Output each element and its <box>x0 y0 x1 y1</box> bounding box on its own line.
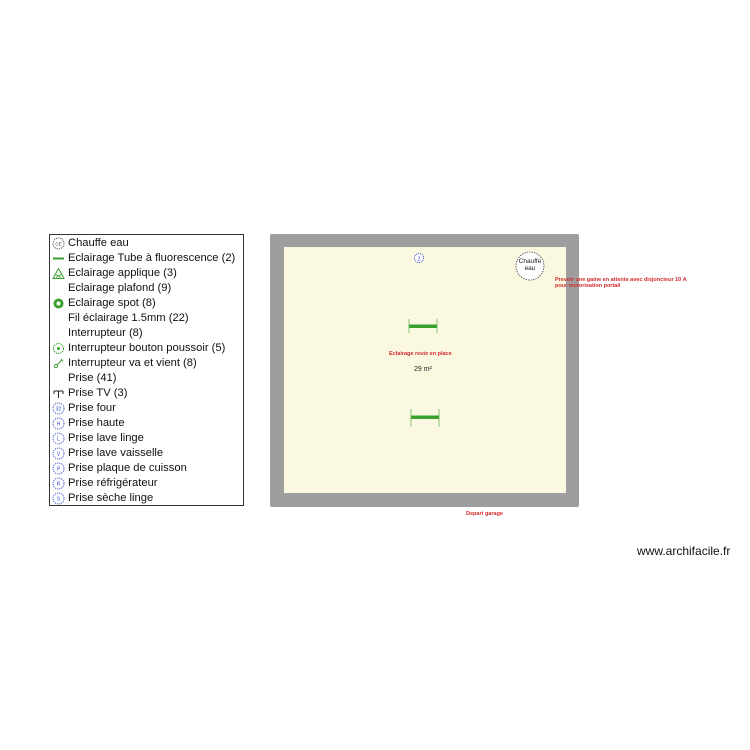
legend-label: Eclairage spot (8) <box>68 297 156 309</box>
gaine-note-line2: pour motorisation portail <box>555 283 621 289</box>
svg-text:32: 32 <box>56 407 62 413</box>
svg-text:P: P <box>57 467 61 473</box>
legend-label: Eclairage plafond (9) <box>68 282 172 294</box>
legend-label: Prise plaque de cuisson <box>68 462 187 474</box>
legend-label: Prise four <box>68 402 116 414</box>
room-area-label: 29 m² <box>414 366 432 373</box>
svg-text:H: H <box>57 422 61 428</box>
legend-label: Eclairage applique (3) <box>68 267 177 279</box>
legend-item: L Prise lave linge <box>50 431 243 446</box>
hob-socket-icon: P <box>52 462 65 475</box>
dishwasher-socket-icon: V <box>52 447 65 460</box>
legend-item: H Prise haute <box>50 416 243 431</box>
water-heater-icon: CE <box>52 237 65 250</box>
legend-item: Eclairage Tube à fluorescence (2) <box>50 251 243 266</box>
fluorescent-tube-icon <box>52 252 65 265</box>
legend-label: Prise TV (3) <box>68 387 128 399</box>
wall-light-icon <box>52 267 65 280</box>
legend-label: Fil éclairage 1.5mm (22) <box>68 312 189 324</box>
legend-label: Prise lave linge <box>68 432 144 444</box>
fluorescent-tube-1[interactable] <box>408 319 438 333</box>
depart-garage-note: Depart garage <box>466 511 503 517</box>
legend-label: Eclairage Tube à fluorescence (2) <box>68 252 236 264</box>
svg-text:S: S <box>57 497 61 503</box>
legend-item: Eclairage spot (8) <box>50 296 243 311</box>
two-way-switch-icon <box>52 357 65 370</box>
svg-text:L: L <box>57 437 60 443</box>
tv-socket-icon <box>52 387 65 400</box>
legend-item: Interrupteur va et vient (8) <box>50 356 243 371</box>
push-button-switch-icon <box>52 342 65 355</box>
legend-label: Prise (41) <box>68 372 117 384</box>
fridge-socket-icon: R <box>52 477 65 490</box>
gaine-note-line1: Prevoir une gaine en attente avec disjon… <box>555 277 687 283</box>
legend-item: CE Chauffe eau <box>50 236 243 251</box>
legend-label: Interrupteur va et vient (8) <box>68 357 197 369</box>
legend-item: V Prise lave vaisselle <box>50 446 243 461</box>
legend-label: Chauffe eau <box>68 237 129 249</box>
fluorescent-tube-2[interactable] <box>410 409 440 427</box>
legend-box: CE Chauffe eau Eclairage Tube à fluoresc… <box>49 234 244 506</box>
svg-text:V: V <box>57 452 61 458</box>
legend-item: R Prise réfrigérateur <box>50 476 243 491</box>
legend-item: Interrupteur (8) <box>50 326 243 341</box>
svg-text:CE: CE <box>55 242 61 247</box>
legend-label: Interrupteur bouton poussoir (5) <box>68 342 226 354</box>
svg-text:R: R <box>57 482 61 488</box>
legend-label: Prise lave vaisselle <box>68 447 164 459</box>
legend-item: S Prise sèche linge <box>50 491 243 506</box>
garage-floor[interactable] <box>284 247 566 493</box>
washing-machine-socket-icon: L <box>52 432 65 445</box>
legend-item: Interrupteur bouton poussoir (5) <box>50 341 243 356</box>
legend-item: P Prise plaque de cuisson <box>50 461 243 476</box>
legend-item: Prise (41) <box>50 371 243 386</box>
legend-item: Eclairage applique (3) <box>50 266 243 281</box>
water-heater-label: Chauffe eau <box>518 258 542 272</box>
water-heater-symbol[interactable] <box>515 251 545 281</box>
lighting-note: Eclairage reste en place <box>389 351 452 357</box>
legend-item: Fil éclairage 1.5mm (22) <box>50 311 243 326</box>
spot-light-icon <box>52 297 65 310</box>
legend-label: Prise sèche linge <box>68 492 154 504</box>
dryer-socket-icon: S <box>52 492 65 505</box>
legend-item: Prise TV (3) <box>50 386 243 401</box>
oven-socket-icon: 32 <box>52 402 65 415</box>
svg-text:2: 2 <box>418 257 421 263</box>
legend-label: Prise haute <box>68 417 125 429</box>
legend-item: 32 Prise four <box>50 401 243 416</box>
high-socket-icon: H <box>52 417 65 430</box>
legend-item: Eclairage plafond (9) <box>50 281 243 296</box>
legend-label: Prise réfrigérateur <box>68 477 158 489</box>
legend-label: Interrupteur (8) <box>68 327 143 339</box>
watermark: www.archifacile.fr <box>637 544 731 558</box>
socket-symbol[interactable]: 2 <box>414 253 424 263</box>
